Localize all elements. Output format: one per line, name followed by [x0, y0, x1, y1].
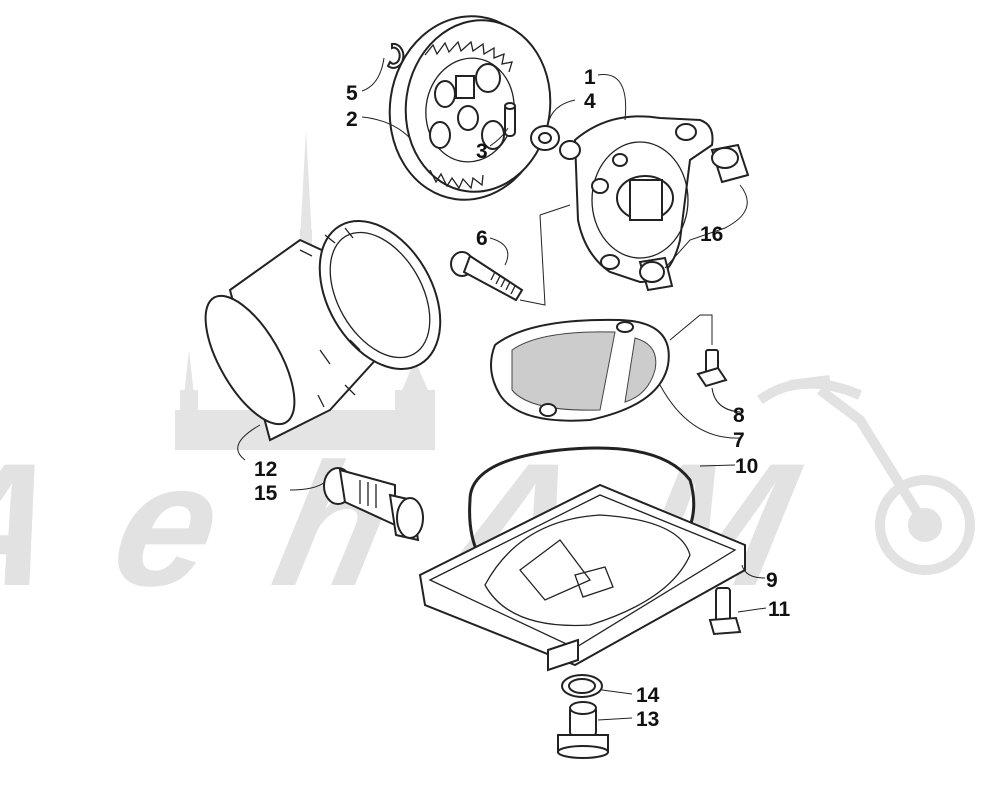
- callout-16: 16: [700, 223, 723, 246]
- watermark-motorcycle: [757, 375, 975, 575]
- callout-9: 9: [766, 569, 778, 592]
- oil-pan-cover: [418, 483, 746, 672]
- callout-labels: 1 2 3 4 5 6 7 8 9 10 11 12 13 14 15 16: [254, 66, 791, 731]
- strainer-bolt: [696, 349, 728, 388]
- circlip: [386, 42, 405, 69]
- drain-plug-washer: [561, 674, 603, 698]
- callout-5: 5: [346, 82, 358, 105]
- callout-13: 13: [636, 708, 659, 731]
- oil-pump-gear: [388, 15, 552, 201]
- leader-lines: [237, 57, 767, 721]
- callout-8: 8: [733, 404, 745, 427]
- cover-bolt: [708, 587, 742, 636]
- callout-4: 4: [584, 90, 596, 113]
- callout-10: 10: [735, 455, 758, 478]
- callout-6: 6: [476, 227, 488, 250]
- oil-pump-body: [559, 115, 714, 284]
- callout-3: 3: [476, 140, 488, 163]
- callout-7: 7: [733, 429, 745, 452]
- callout-2: 2: [346, 108, 358, 131]
- oil-pressure-switch: [323, 467, 424, 542]
- callout-14: 14: [636, 684, 660, 707]
- oil-strainer: [490, 318, 670, 422]
- oil-filter: [204, 220, 442, 442]
- pump-bolt: [450, 251, 524, 302]
- callout-12: 12: [254, 458, 277, 481]
- drain-plug: [557, 701, 609, 759]
- washer: [530, 125, 560, 151]
- bushings: [638, 143, 750, 292]
- callout-1: 1: [584, 66, 596, 89]
- callout-11: 11: [768, 598, 791, 621]
- callout-15: 15: [254, 482, 278, 505]
